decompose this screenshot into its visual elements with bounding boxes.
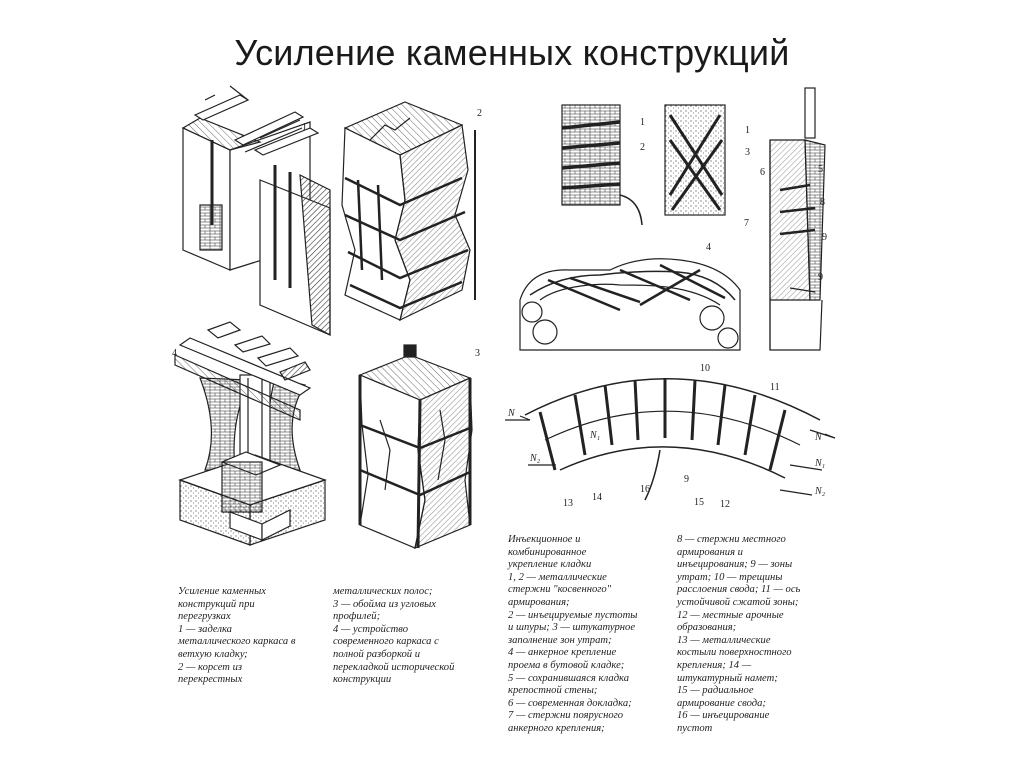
callout-panel-b-3: 3: [745, 147, 750, 158]
callout-vault-16: 16: [640, 484, 650, 495]
force-n2-right: N₂: [814, 486, 826, 497]
caption-line: профилей;: [333, 611, 381, 623]
caption-line: комбинированное: [508, 546, 587, 558]
caption-line: инъецирования; 9 — зоны: [677, 559, 793, 571]
caption-line: современного каркаса с: [333, 636, 439, 648]
caption-line: 3 — обойма из угловых: [333, 598, 436, 610]
callout-pillar-2: 2: [477, 108, 482, 119]
caption-line: армирования;: [508, 596, 570, 608]
callout-wall-8: 8: [820, 197, 825, 208]
caption-right-col1: Инъекционное и комбинированное укреплени…: [508, 534, 637, 736]
caption-line: костыли поверхностного: [677, 647, 792, 659]
caption-line: 6 — современная докладка;: [508, 697, 632, 709]
caption-line: 15 — радиальное: [677, 685, 754, 697]
force-n-right: N: [814, 432, 823, 443]
caption-left-col1: Усиление каменных конструкций при перегр…: [178, 586, 295, 687]
force-n1-left: N₁: [589, 430, 600, 441]
caption-line: анкерного крепления;: [508, 722, 605, 734]
caption-line: расслоения свода; 11 — ось: [677, 584, 801, 596]
caption-line: армирования и: [677, 546, 743, 558]
arch-opening-drawing: [519, 258, 741, 351]
caption-line: 1 — заделка: [178, 623, 232, 635]
caption-line: 1, 2 — металлические: [508, 571, 607, 583]
caption-line: ветхую кладку;: [178, 648, 248, 660]
force-n2-left: N₂: [529, 453, 541, 464]
caption-right-col2: 8 — стержни местного армирования и инъец…: [677, 534, 800, 736]
caption-line: стержни "косвенного": [508, 584, 612, 596]
callout-arch-4: 4: [706, 242, 711, 253]
callout-vault-14: 14: [592, 492, 602, 503]
callout-vault-11: 11: [770, 382, 780, 393]
caption-line: проема в бутовой кладке;: [508, 659, 625, 671]
fortress-wall-drawing: [769, 87, 826, 351]
callout-wall-9b: 9: [818, 272, 823, 283]
wall-frame-drawing: [181, 85, 331, 337]
callout-left-top-1: 1: [302, 122, 307, 133]
caption-line: Инъекционное и: [508, 534, 581, 545]
caption-line: металлических полос;: [333, 586, 433, 597]
force-n1-right: N₁: [814, 458, 825, 469]
caption-line: конструкций при: [178, 598, 255, 610]
caption-line: перегрузках: [178, 611, 231, 623]
callout-vault-12: 12: [720, 499, 730, 510]
caption-line: укрепление кладки: [508, 559, 592, 571]
caption-line: Усиление каменных: [178, 586, 266, 597]
callout-wall-5: 5: [818, 164, 823, 175]
caption-line: 5 — сохранившаяся кладка: [508, 672, 630, 684]
caption-line: 16 — инъецирование: [677, 710, 770, 722]
column-frame-drawing: [174, 321, 327, 546]
callout-wall-9a: 9: [822, 232, 827, 243]
slide-title: Усиление каменных конструкций: [234, 32, 790, 73]
caption-line: 2 — инъецируемые пустоты: [508, 609, 638, 621]
caption-line: 8 — стержни местного: [677, 534, 786, 545]
caption-line: крепления; 14 —: [677, 659, 752, 671]
caption-line: металлического каркаса в: [178, 636, 296, 648]
caption-line: полной разборкой и: [333, 648, 421, 660]
caption-line: перекладкой исторической: [333, 661, 455, 673]
callout-wall-6: 6: [760, 167, 765, 178]
caption-line: 12 — местные арочные: [677, 609, 784, 621]
vault-drawing: [505, 378, 836, 501]
caption-line: пустот: [677, 722, 713, 734]
force-n-left: N: [507, 408, 516, 419]
caption-line: армирование свода;: [677, 697, 766, 709]
callout-vault-9: 9: [684, 474, 689, 485]
callout-wall-7: 7: [744, 218, 749, 229]
callout-vault-15: 15: [694, 497, 704, 508]
caption-line: 2 — корсет из: [178, 661, 243, 673]
caption-line: 4 — устройство: [333, 623, 409, 635]
caption-line: штукатурный намет;: [677, 672, 778, 684]
caption-left-col2: металлических полос; 3 — обойма из углов…: [333, 586, 454, 687]
caption-line: и шпуры; 3 — штукатурное: [508, 622, 636, 634]
pillar-clip-drawing: [358, 344, 473, 549]
callout-panel-a-1: 1: [640, 117, 645, 128]
callout-panel-a-2: 2: [640, 142, 645, 153]
callout-panel-b-1: 1: [745, 125, 750, 136]
callout-vault-13: 13: [563, 498, 573, 509]
caption-line: 7 — стержни поярусного: [508, 710, 624, 722]
caption-line: образования;: [677, 622, 737, 634]
injection-panel-a: [561, 104, 643, 226]
caption-line: 4 — анкерное крепление: [508, 647, 617, 659]
callout-pillar-3: 3: [475, 348, 480, 359]
pillar-corset-drawing: [341, 101, 476, 322]
caption-line: 13 — металлические: [677, 634, 771, 646]
caption-line: утрат; 10 — трещины: [677, 571, 783, 583]
callout-labels: 1 2 4 3 1 2 1 3 5 6 8 7 9 9 4 10 11 13 1…: [172, 108, 827, 510]
caption-line: устойчивой сжатой зоны;: [677, 596, 799, 608]
callout-left-bottom-4: 4: [172, 348, 177, 359]
caption-line: перекрестных: [178, 674, 243, 686]
caption-line: заполнение зон утрат;: [508, 634, 612, 646]
callout-vault-10: 10: [700, 363, 710, 374]
caption-line: конструкции: [333, 674, 392, 686]
injection-panel-b: [664, 104, 726, 216]
caption-line: крепостной стены;: [508, 685, 598, 697]
